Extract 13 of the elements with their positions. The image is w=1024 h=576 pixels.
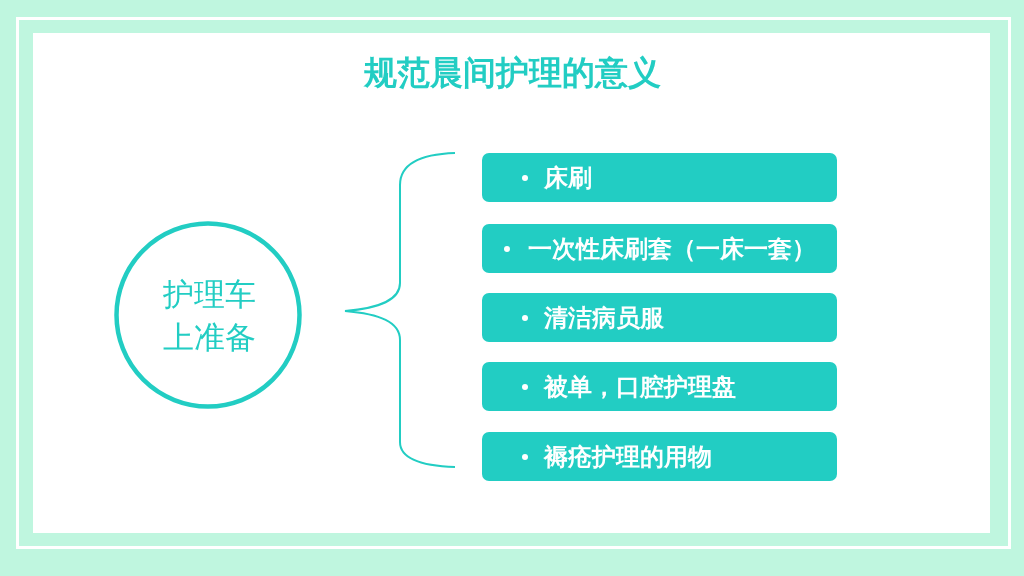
item-label: 被单，口腔护理盘 [544, 374, 736, 400]
item-label: 床刷 [544, 165, 592, 191]
item-box [482, 432, 837, 481]
circle-label: 护理车上准备 [161, 275, 257, 357]
item-label: 一次性床刷套（一床一套） [528, 236, 816, 262]
circle-shape [114, 221, 302, 409]
item-box [482, 362, 837, 411]
item-box [482, 153, 837, 202]
title: 规范晨间护理的意义 [363, 56, 661, 90]
item-label: 清洁病员服 [544, 305, 664, 331]
item-label: 褥疮护理的用物 [544, 444, 712, 470]
item-box [482, 224, 837, 273]
item-box [482, 293, 837, 342]
